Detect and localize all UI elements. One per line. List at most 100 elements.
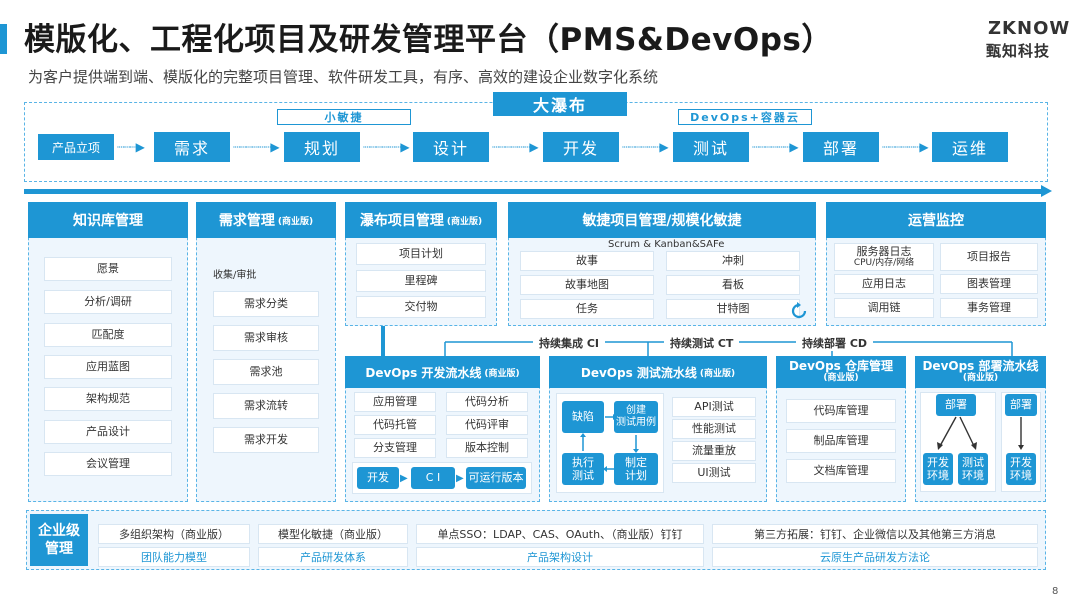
dev-flow-ci: C I <box>411 467 455 489</box>
repo-title: DevOps 仓库管理(商业版) <box>776 356 906 388</box>
env-node-test: 测试 环境 <box>958 453 988 485</box>
arrow-right-icon: ▶ <box>456 473 464 484</box>
waterfall-pm-item: 项目计划 <box>356 243 486 265</box>
enterprise-feature: 第三方拓展：钉钉、企业微信以及其他第三方消息 <box>712 524 1038 544</box>
deploy-arrows <box>937 416 1024 450</box>
agile-band: 小敏捷 <box>277 109 411 125</box>
deploy-pipeline-title: DevOps 部署流水线(商业版) <box>915 356 1046 388</box>
agile-item: 冲刺 <box>666 251 800 271</box>
ops-item: 图表管理 <box>940 274 1038 294</box>
knowledge-item: 应用蓝图 <box>44 355 172 379</box>
arrow-right-icon: ▶ <box>400 473 408 484</box>
flow-arrow: ┈┈┈┈┈┈▶ <box>752 140 799 154</box>
stage-requirement: 需求 <box>154 132 230 162</box>
stage-operations: 运维 <box>932 132 1008 162</box>
repo-item: 制品库管理 <box>786 429 896 453</box>
continuous-deployment-label: 持续部署 CD <box>796 335 874 351</box>
stage-development: 开发 <box>543 132 619 162</box>
dev-pipeline-item: 代码托管 <box>354 415 436 435</box>
enterprise-method: 团队能力模型 <box>98 547 250 567</box>
enterprise-feature: 单点SSO：LDAP、CAS、OAuth、（商业版）钉钉 <box>416 524 704 544</box>
enterprise-feature: 模型化敏捷（商业版） <box>258 524 408 544</box>
enterprise-method: 产品架构设计 <box>416 547 704 567</box>
knowledge-item: 愿景 <box>44 257 172 281</box>
page-title: 模版化、工程化项目及研发管理平台（PMS&DevOps） <box>24 22 833 58</box>
page-subtitle: 为客户提供端到端、模版化的完整项目管理、软件研发工具，有序、高效的建设企业数字化… <box>28 68 659 86</box>
agile-item: 看板 <box>666 275 800 295</box>
env-node-dev: 开发 环境 <box>1006 453 1036 485</box>
dev-pipeline-title: DevOps 开发流水线(商业版) <box>345 356 540 388</box>
logo-wordmark: ZKNOW <box>988 18 1071 39</box>
waterfall-pm-title: 瀑布项目管理(商业版) <box>345 202 497 238</box>
stage-testing: 测试 <box>673 132 749 162</box>
deploy-node: 部署 <box>1005 394 1037 416</box>
requirement-item: 需求流转 <box>213 393 319 419</box>
dev-flow-develop: 开发 <box>357 467 399 489</box>
repo-item: 代码库管理 <box>786 399 896 423</box>
ops-item: 调用链 <box>834 298 934 318</box>
test-pipeline-item: 流量重放 <box>672 441 756 461</box>
requirement-item: 需求分类 <box>213 291 319 317</box>
stage-design: 设计 <box>413 132 489 162</box>
knowledge-item: 会议管理 <box>44 452 172 476</box>
agile-item: 故事地图 <box>520 275 654 295</box>
dev-flow-release: 可运行版本 <box>466 467 526 489</box>
devops-band: DevOps+容器云 <box>678 109 812 125</box>
knowledge-item: 分析/调研 <box>44 290 172 314</box>
dev-pipeline-item: 应用管理 <box>354 392 436 412</box>
repo-item: 文档库管理 <box>786 459 896 483</box>
stage-planning: 规划 <box>284 132 360 162</box>
knowledge-item: 匹配度 <box>44 323 172 347</box>
waterfall-pm-item: 里程碑 <box>356 270 486 292</box>
test-pipeline-item: 性能测试 <box>672 419 756 439</box>
test-cycle-plan: 制定 计划 <box>614 453 658 485</box>
requirement-title: 需求管理(商业版) <box>196 202 336 238</box>
dev-pipeline-item: 分支管理 <box>354 438 436 458</box>
waterfall-band: 大瀑布 <box>493 92 627 116</box>
requirement-item: 需求池 <box>213 359 319 385</box>
deploy-node: 部署 <box>936 394 976 416</box>
continuous-testing-label: 持续测试 CT <box>664 335 740 351</box>
ops-item: 事务管理 <box>940 298 1038 318</box>
timeline-arrow-icon <box>1041 185 1052 197</box>
refresh-icon <box>791 302 807 319</box>
enterprise-title: 企业级 管理 <box>30 514 88 566</box>
requirement-item: 需求开发 <box>213 427 319 453</box>
enterprise-method: 云原生产品研发方法论 <box>712 547 1038 567</box>
ops-title: 运营监控 <box>826 202 1046 238</box>
logo-company-name: 甄知科技 <box>986 42 1051 60</box>
agile-item: 任务 <box>520 299 654 319</box>
continuous-integration-label: 持续集成 CI <box>533 335 605 351</box>
flow-arrow: ┈┈┈┈┈┈▶ <box>363 140 410 154</box>
test-pipeline-item: API测试 <box>672 397 756 417</box>
flow-arrow: ┈┈┈┈┈┈▶ <box>622 140 669 154</box>
flow-arrow: ┈┈┈┈┈┈▶ <box>492 140 539 154</box>
page-number: 8 <box>1052 586 1059 597</box>
agile-item: 甘特图 <box>666 299 800 319</box>
dev-pipeline-item: 代码分析 <box>446 392 528 412</box>
enterprise-feature: 多组织架构（商业版） <box>98 524 250 544</box>
knowledge-title: 知识库管理 <box>28 202 188 238</box>
agile-item: 故事 <box>520 251 654 271</box>
ops-item: 应用日志 <box>834 274 934 294</box>
waterfall-pm-item: 交付物 <box>356 296 486 318</box>
requirement-collect-label: 收集/审批 <box>213 270 257 281</box>
title-accent-bar <box>0 24 7 54</box>
flow-arrow: ┈┈┈▶ <box>117 140 145 154</box>
test-pipeline-item: UI测试 <box>672 463 756 483</box>
enterprise-method: 产品研发体系 <box>258 547 408 567</box>
test-cycle-defect: 缺陷 <box>562 401 604 433</box>
stage-product-initiation: 产品立项 <box>38 134 114 160</box>
test-cycle-execute: 执行 测试 <box>562 453 604 485</box>
test-cycle-arrows <box>580 414 639 472</box>
knowledge-item: 架构规范 <box>44 387 172 411</box>
test-pipeline-title: DevOps 测试流水线(商业版) <box>549 356 767 388</box>
stage-deployment: 部署 <box>803 132 879 162</box>
flow-arrow: ┈┈┈┈┈┈▶ <box>882 140 929 154</box>
agile-frameworks-label: Scrum & Kanban&SAFe <box>608 239 725 250</box>
ops-item: 项目报告 <box>940 243 1038 271</box>
dev-pipeline-item: 代码评审 <box>446 415 528 435</box>
agile-pm-title: 敏捷项目管理/规模化敏捷 <box>508 202 816 238</box>
knowledge-item: 产品设计 <box>44 420 172 444</box>
